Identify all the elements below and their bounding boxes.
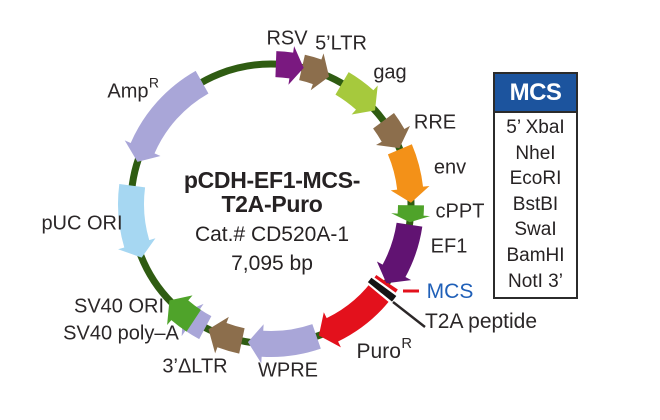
label-puror: PuroR (356, 335, 412, 363)
t2a-leader-line (392, 301, 426, 328)
cppt-arrow (391, 205, 431, 223)
mcs-site-item: BstBI (512, 193, 559, 215)
label-cppt: cPPT (435, 200, 485, 223)
label-ampr: AmpR (107, 74, 160, 103)
mcs-site-item: NotI 3’ (508, 270, 563, 292)
label-sv40-ori: SV40 ORI (73, 295, 165, 318)
label-ef1: EF1 (430, 235, 468, 258)
rre-arrow (373, 112, 411, 149)
sv40-ori-arrow (167, 295, 201, 332)
env-arrow (387, 144, 430, 203)
label-puc-ori: pUC ORI (41, 212, 123, 235)
puc-ori-arrow (118, 184, 156, 258)
mcs-site-item: EcoRI (509, 168, 562, 190)
plasmid-size: 7,095 bp (231, 252, 313, 275)
rsv-arrow (275, 46, 304, 85)
catalog-number: Cat.# CD520A-1 (194, 223, 350, 246)
label-5ltr: 5’LTR (315, 32, 367, 55)
gag-arrow (335, 72, 378, 115)
label-mcs: MCS (426, 280, 474, 303)
label-rsv: RSV (266, 27, 308, 50)
mcs-site-list: 5’ XbaI NheI EcoRI BstBI SwaI BamHI NotI 3’ (495, 113, 576, 297)
plasmid-center-text: pCDH-EF1-MCS- T2A-Puro Cat.# CD520A-1 7,… (152, 168, 392, 275)
label-3dltr: 3’ΔLTR (162, 355, 228, 378)
wpre-arrow (247, 324, 321, 364)
5ltr-arrow (299, 53, 330, 91)
mcs-site-tick (367, 277, 397, 302)
mcs-box: MCS 5’ XbaI NheI EcoRI BstBI SwaI BamHI NotI 3… (493, 72, 578, 300)
mcs-site-item: 5’ XbaI (506, 117, 565, 138)
label-t2a: T2A peptide (424, 310, 538, 333)
ampr-arrow (124, 70, 209, 162)
label-wpre: WPRE (258, 359, 318, 382)
label-rre: RRE (413, 111, 457, 134)
label-gag: gag (373, 61, 407, 84)
ef1-arrow (376, 222, 423, 284)
plasmid-title-line2: T2A-Puro (221, 191, 323, 217)
label-env: env (433, 156, 467, 179)
mcs-site-item: NheI (515, 142, 556, 164)
mcs-site-item: SwaI (514, 219, 557, 241)
label-sv40-polya: SV40 poly–A (63, 322, 179, 345)
mcs-site-item: BamHI (506, 244, 565, 266)
3dltr-arrow (208, 316, 245, 354)
plasmid-title-line1: pCDH-EF1-MCS- (183, 167, 361, 193)
mcs-box-header: MCS (495, 74, 576, 113)
